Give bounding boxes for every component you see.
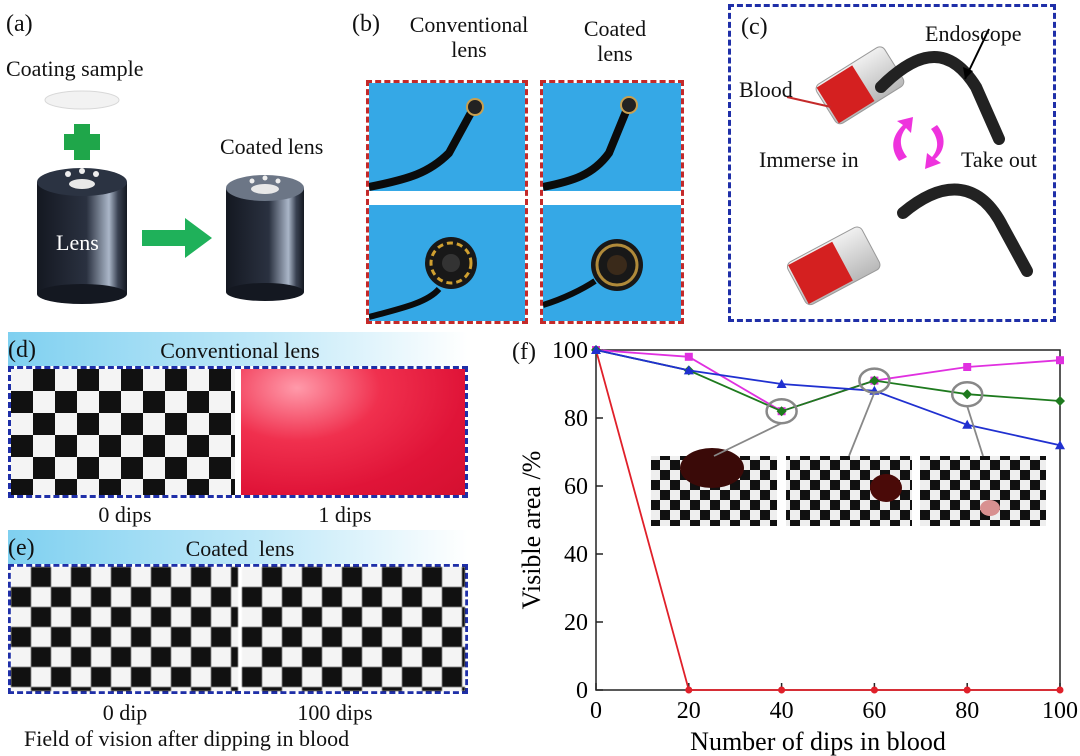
data-point xyxy=(963,363,972,371)
panel-c-frame: (c) Endoscope Blood Immerse in Take out xyxy=(728,4,1056,322)
checkerboard-0-dips xyxy=(11,369,235,495)
panel-f-label: (f) xyxy=(512,339,536,365)
y-tick-label: 80 xyxy=(564,406,588,432)
upper-vial xyxy=(815,46,905,125)
inset-connector xyxy=(713,422,782,457)
x-tick-label: 0 xyxy=(590,698,602,724)
arrow-up-icon xyxy=(893,117,913,161)
x-tick-label: 80 xyxy=(955,698,979,724)
lower-vial xyxy=(786,226,881,306)
panel-d-title: Conventional lens xyxy=(160,338,320,363)
data-point xyxy=(684,352,693,361)
panel-b-label: (b) xyxy=(352,11,380,37)
chart-inset-photos xyxy=(651,448,1046,526)
highlight-circle xyxy=(950,380,984,408)
lens-cylinder xyxy=(37,168,127,304)
y-tick-label: 100 xyxy=(552,338,588,364)
data-point xyxy=(963,686,971,694)
conventional-side-photo xyxy=(368,83,525,191)
take-out-label: Take out xyxy=(961,147,1038,172)
inset-photo-60 xyxy=(786,456,912,526)
data-point xyxy=(776,379,787,388)
data-point xyxy=(683,365,694,375)
panel-e-title: Coated lens xyxy=(185,536,295,561)
checkerboard-0-dip xyxy=(11,567,238,691)
series-line xyxy=(595,349,1061,413)
data-point xyxy=(869,375,880,386)
panel-d-frame xyxy=(8,366,468,498)
x-tick-label: 100 xyxy=(1042,698,1078,724)
plus-icon xyxy=(64,124,100,160)
data-point xyxy=(1055,440,1065,450)
y-tick-label: 40 xyxy=(564,542,588,568)
field-of-vision-caption: Field of vision after dipping in blood xyxy=(24,726,350,751)
panel-a-illustration xyxy=(37,90,304,304)
x-tick-label: 60 xyxy=(862,698,886,724)
series-line xyxy=(595,349,1060,691)
data-point xyxy=(962,389,973,400)
lower-endoscope xyxy=(897,183,1033,277)
coating-sample-label: Coating sample xyxy=(6,56,144,81)
data-point xyxy=(1055,396,1065,406)
panel-e-frame xyxy=(8,564,468,694)
caption-0-dip: 0 dip xyxy=(102,700,148,725)
y-tick-label: 0 xyxy=(576,678,588,704)
conventional-front-photo xyxy=(368,205,525,321)
immerse-in-label: Immerse in xyxy=(759,147,859,172)
data-point xyxy=(1056,686,1064,694)
inset-connector xyxy=(966,405,984,457)
series-1 xyxy=(592,346,1064,416)
series-line xyxy=(595,349,1061,413)
data-point xyxy=(962,419,973,429)
checkerboard-100-dips xyxy=(242,567,465,691)
coated-lens-title: Coated lens xyxy=(583,16,647,67)
panel-c-illustration xyxy=(786,28,1033,306)
inset-connector xyxy=(848,392,876,457)
coating-sample-disc xyxy=(44,90,120,110)
caption-0-dips: 0 dips xyxy=(98,502,152,527)
panel-a-label: (a) xyxy=(6,11,33,37)
arrow-right-icon xyxy=(142,218,212,258)
conventional-lens-photo-frame xyxy=(366,80,528,324)
conventional-lens-title: Conventional lens xyxy=(409,12,529,63)
highlight-circle xyxy=(858,367,891,394)
coated-lens-cylinder xyxy=(226,175,304,301)
panel-e-header xyxy=(8,530,468,564)
data-point xyxy=(685,686,693,694)
coated-lens-photo-frame xyxy=(540,80,684,324)
upper-endoscope xyxy=(875,51,1005,145)
data-point xyxy=(870,686,878,694)
panel-d-header xyxy=(8,332,468,366)
x-tick-label: 40 xyxy=(770,698,794,724)
endoscope-label: Endoscope xyxy=(925,21,1022,46)
y-tick-label: 60 xyxy=(564,474,588,500)
blood-covered-view xyxy=(241,369,465,495)
caption-1-dips: 1 dips xyxy=(318,502,372,527)
panel-c-label: (c) xyxy=(741,14,768,40)
highlight-circle xyxy=(765,397,798,425)
coated-front-photo xyxy=(542,205,681,321)
data-point xyxy=(591,345,601,354)
panel-d-label: (d) xyxy=(8,337,36,363)
inset-photo-40 xyxy=(651,448,777,526)
blood-label: Blood xyxy=(739,77,793,102)
panel-e-label: (e) xyxy=(8,535,35,561)
x-axis-label: Number of dips in blood xyxy=(690,727,946,756)
arrow-down-icon xyxy=(925,125,944,169)
x-tick-label: 20 xyxy=(677,698,701,724)
series-line xyxy=(595,349,1061,447)
data-point xyxy=(776,406,787,417)
coated-lens-label: Coated lens xyxy=(220,134,324,159)
inset-photo-80 xyxy=(920,456,1046,526)
series-3 xyxy=(591,345,1065,450)
y-axis-label: Visible area /% xyxy=(517,451,546,610)
caption-100-dips: 100 dips xyxy=(297,700,373,725)
y-tick-label: 20 xyxy=(564,610,588,636)
data-point xyxy=(1056,356,1064,365)
coated-side-photo xyxy=(542,83,681,191)
lens-text: Lens xyxy=(56,230,99,255)
data-point xyxy=(778,686,786,694)
